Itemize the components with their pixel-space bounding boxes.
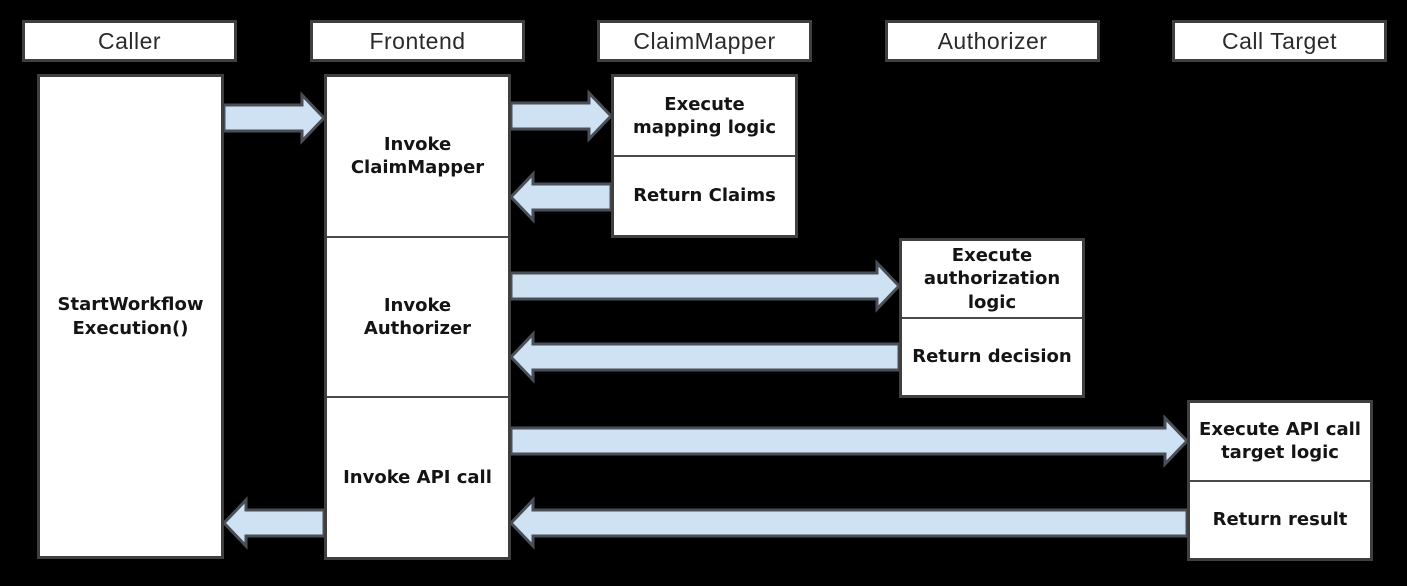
step-execute-authorization-logic: Execute authorization logic <box>923 244 1061 313</box>
step-return-result: Return result <box>1190 479 1370 559</box>
claimmapper-activation-bar: Execute mapping logic Return Claims <box>611 74 798 238</box>
step-execute-api-call-target-logic: Execute API call target logic <box>1199 418 1361 464</box>
column-header-authorizer: Authorizer <box>885 20 1100 62</box>
column-header-claimmapper: ClaimMapper <box>597 20 812 62</box>
arrow-frontend-to-authorizer <box>509 259 902 313</box>
step-invoke-authorizer: Invoke Authorizer <box>327 235 508 397</box>
step-invoke-api-call: Invoke API call <box>327 396 508 557</box>
arrow-frontend-to-claimmapper-shape <box>509 89 614 143</box>
arrow-claimmapper-return-to-frontend-shape <box>508 170 613 224</box>
arrow-frontend-to-claimmapper <box>509 89 614 143</box>
arrow-calltarget-return-to-frontend <box>508 496 1189 550</box>
column-header-claimmapper-label: ClaimMapper <box>633 27 776 54</box>
step-return-claims: Return Claims <box>614 155 795 235</box>
column-header-authorizer-label: Authorizer <box>937 27 1048 54</box>
arrow-frontend-to-authorizer-shape <box>509 259 902 313</box>
column-header-frontend-label: Frontend <box>369 27 466 54</box>
arrow-authorizer-return-to-frontend-shape <box>508 330 901 384</box>
authorizer-activation-bar: Execute authorization logic Return decis… <box>899 238 1085 398</box>
arrow-frontend-return-to-caller-shape <box>221 496 326 550</box>
step-invoke-claimmapper: Invoke ClaimMapper <box>350 133 485 179</box>
column-header-frontend: Frontend <box>310 20 525 62</box>
column-header-calltarget-label: Call Target <box>1221 27 1338 54</box>
arrow-authorizer-return-to-frontend <box>508 330 901 384</box>
arrow-frontend-return-to-caller <box>221 496 326 550</box>
calltarget-activation-bar: Execute API call target logic Return res… <box>1187 400 1373 561</box>
arrow-calltarget-return-to-frontend-shape <box>508 496 1189 550</box>
arrow-caller-to-frontend <box>222 91 327 145</box>
arrow-claimmapper-return-to-frontend <box>508 170 613 224</box>
step-execute-mapping-logic: Execute mapping logic <box>632 93 777 138</box>
column-header-caller: Caller <box>22 20 237 62</box>
arrow-caller-to-frontend-shape <box>222 91 327 145</box>
arrow-frontend-to-calltarget-shape <box>509 414 1190 468</box>
caller-activation-bar: StartWorkflow Execution() <box>37 74 224 559</box>
step-return-decision: Return decision <box>902 317 1082 395</box>
arrow-frontend-to-calltarget <box>509 414 1190 468</box>
step-start-workflow-execution: StartWorkflow Execution() <box>57 294 204 339</box>
frontend-activation-bar: Invoke ClaimMapper Invoke Authorizer Inv… <box>324 74 511 560</box>
column-header-caller-label: Caller <box>97 27 162 54</box>
column-header-calltarget: Call Target <box>1172 20 1387 62</box>
